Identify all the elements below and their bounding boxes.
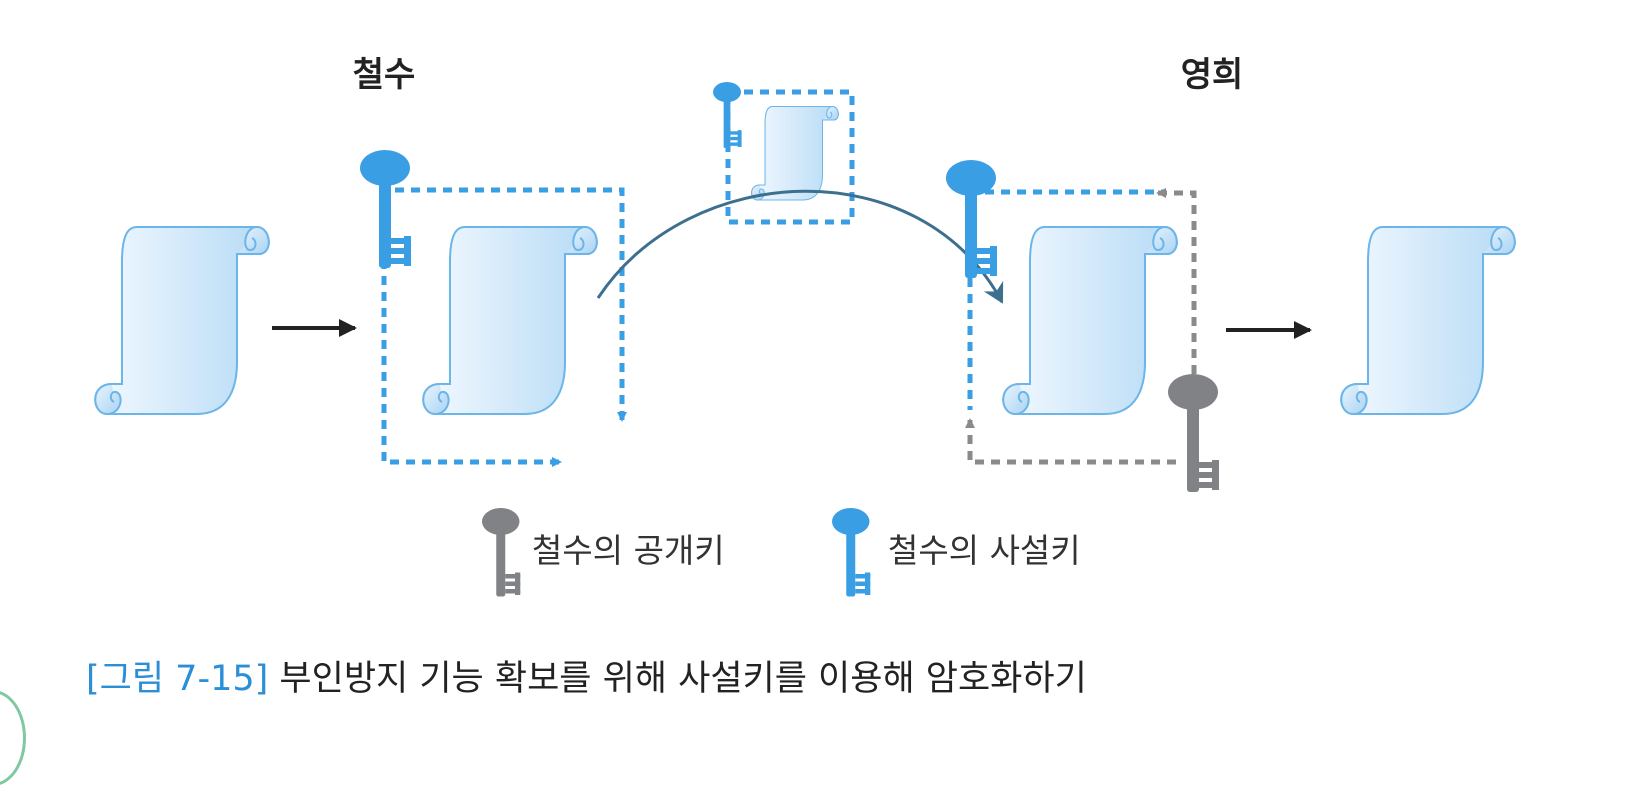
plaintext-document-decrypted — [1340, 226, 1516, 415]
public-key-receiver — [1168, 374, 1219, 492]
public-key-path-bottom — [965, 418, 1176, 465]
sender-label: 철수 — [353, 55, 416, 95]
figure-caption: [그림 7-15] 부인방지 기능 확보를 위해 사설키를 이용해 암호화하기 — [86, 650, 1087, 701]
legend: 철수의 공개키 철수의 사설키 — [482, 508, 1081, 597]
receiver-label: 영희 — [1181, 55, 1244, 95]
encryption-dashed-box-bottom — [381, 260, 562, 467]
legend-private-key-label: 철수의 사설키 — [888, 531, 1081, 570]
private-key-receiver-side — [946, 160, 997, 278]
transfer-arc — [596, 189, 1004, 304]
public-key-icon — [482, 508, 521, 597]
transmitted-document-small — [751, 106, 839, 201]
plaintext-document-original — [94, 226, 270, 415]
encryption-diagram: 철수 영희 — [94, 55, 1516, 597]
encryption-dashed-box — [395, 187, 627, 422]
public-key-path-up — [1156, 188, 1197, 374]
legend-public-key-label: 철수의 공개키 — [532, 531, 725, 570]
private-key-small — [713, 82, 742, 149]
encrypted-document-sender — [422, 226, 598, 415]
private-key-icon — [832, 508, 871, 597]
figure-number: [그림 7-15] — [86, 659, 269, 699]
private-key-sender — [360, 150, 411, 268]
figure-caption-text: 부인방지 기능 확보를 위해 사설키를 이용해 암호화하기 — [279, 659, 1087, 699]
received-document — [1002, 226, 1178, 415]
